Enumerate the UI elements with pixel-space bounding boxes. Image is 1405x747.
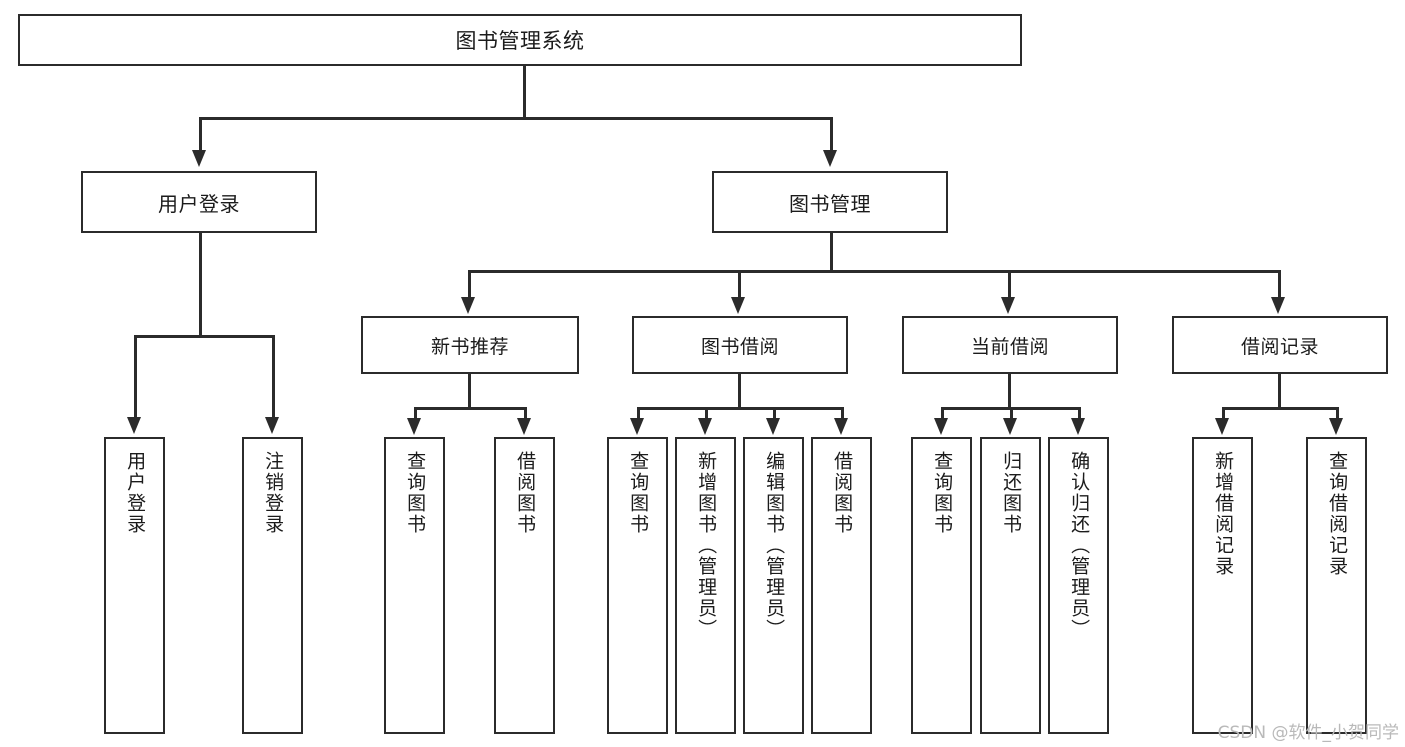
arrow-to-leaf-11 xyxy=(1071,418,1085,435)
connector-drop-leaf-9 xyxy=(941,407,944,420)
arrow-to-leaf-13 xyxy=(1329,418,1343,435)
connector-drop-leaf-3 xyxy=(414,407,417,420)
node-label: 借阅图书 xyxy=(514,451,537,535)
leaf-borrow-book[interactable]: 借阅图书 xyxy=(811,437,872,734)
connector-drop-leaf-11 xyxy=(1078,407,1081,420)
node-label: 新增借阅记录 xyxy=(1212,451,1235,577)
node-label: 用户登录 xyxy=(124,451,147,535)
leaf-confirm-return-admin[interactable]: 确认归还（管理员） xyxy=(1048,437,1109,734)
node-label: 图书管理 xyxy=(789,191,871,216)
connector-drop-user-login xyxy=(199,117,202,153)
connector-book-mgmt-stem xyxy=(830,233,833,270)
leaf-add-book-admin[interactable]: 新增图书（管理员） xyxy=(675,437,736,734)
node-label: 借阅图书 xyxy=(831,451,854,535)
node-root-system[interactable]: 图书管理系统 xyxy=(18,14,1022,66)
connector-drop-leaf-2 xyxy=(272,335,275,419)
node-book-borrow[interactable]: 图书借阅 xyxy=(632,316,848,374)
connector-new-book-stem xyxy=(468,374,471,407)
connector-drop-leaf-4 xyxy=(524,407,527,420)
connector-drop-leaf-1 xyxy=(134,335,137,419)
connector-user-login-bus xyxy=(134,335,272,338)
connector-records-bus xyxy=(1222,407,1336,410)
arrow-to-leaf-12 xyxy=(1215,418,1229,435)
node-label: 注销登录 xyxy=(262,451,285,535)
arrow-to-leaf-2 xyxy=(265,417,279,434)
arrow-to-current xyxy=(1001,297,1015,314)
arrow-to-leaf-5 xyxy=(630,418,644,435)
leaf-borrow-book-recommend[interactable]: 借阅图书 xyxy=(494,437,555,734)
arrow-to-leaf-7 xyxy=(766,418,780,435)
node-label: 新增图书（管理员） xyxy=(695,451,718,640)
node-new-book-recommend[interactable]: 新书推荐 xyxy=(361,316,579,374)
connector-drop-leaf-13 xyxy=(1336,407,1339,420)
arrow-to-leaf-3 xyxy=(407,418,421,435)
connector-user-login-stem xyxy=(199,233,202,335)
arrow-to-book-mgmt xyxy=(823,150,837,167)
node-user-login[interactable]: 用户登录 xyxy=(81,171,317,233)
node-label: 图书管理系统 xyxy=(455,29,585,53)
node-label: 查询图书 xyxy=(404,451,427,535)
connector-drop-new-book xyxy=(468,270,471,299)
arrow-to-user-login xyxy=(192,150,206,167)
node-label: 用户登录 xyxy=(158,191,240,216)
leaf-edit-book-admin[interactable]: 编辑图书（管理员） xyxy=(743,437,804,734)
node-current-borrow[interactable]: 当前借阅 xyxy=(902,316,1118,374)
connector-drop-borrow xyxy=(738,270,741,299)
connector-drop-leaf-10 xyxy=(1010,407,1013,420)
node-book-management[interactable]: 图书管理 xyxy=(712,171,948,233)
arrow-to-borrow xyxy=(731,297,745,314)
leaf-query-book-current[interactable]: 查询图书 xyxy=(911,437,972,734)
connector-new-book-bus xyxy=(414,407,524,410)
connector-records-stem xyxy=(1278,374,1281,407)
arrow-to-leaf-4 xyxy=(517,418,531,435)
connector-drop-leaf-12 xyxy=(1222,407,1225,420)
connector-root-stem xyxy=(523,66,526,117)
connector-borrow-bus xyxy=(637,407,841,410)
connector-drop-leaf-6 xyxy=(705,407,708,420)
node-borrow-records[interactable]: 借阅记录 xyxy=(1172,316,1388,374)
arrow-to-leaf-8 xyxy=(834,418,848,435)
node-label: 当前借阅 xyxy=(970,335,1049,358)
node-label: 查询图书 xyxy=(931,451,954,535)
node-label: 新书推荐 xyxy=(430,335,509,358)
arrow-to-leaf-10 xyxy=(1003,418,1017,435)
arrow-to-leaf-1 xyxy=(127,417,141,434)
node-label: 查询借阅记录 xyxy=(1326,451,1349,577)
connector-borrow-stem xyxy=(738,374,741,407)
connector-root-bus xyxy=(199,117,831,120)
connector-drop-book-mgmt xyxy=(830,117,833,153)
node-label: 编辑图书（管理员） xyxy=(763,451,786,640)
leaf-query-book-recommend[interactable]: 查询图书 xyxy=(384,437,445,734)
node-label: 借阅记录 xyxy=(1240,335,1319,358)
connector-current-bus xyxy=(941,407,1078,410)
arrow-to-records xyxy=(1271,297,1285,314)
leaf-add-borrow-record[interactable]: 新增借阅记录 xyxy=(1192,437,1253,734)
leaf-query-borrow-record[interactable]: 查询借阅记录 xyxy=(1306,437,1367,734)
arrow-to-leaf-9 xyxy=(934,418,948,435)
node-label: 图书借阅 xyxy=(700,335,779,358)
node-label: 归还图书 xyxy=(1000,451,1023,535)
connector-drop-leaf-7 xyxy=(773,407,776,420)
leaf-return-book[interactable]: 归还图书 xyxy=(980,437,1041,734)
connector-drop-current xyxy=(1008,270,1011,299)
arrow-to-new-book xyxy=(461,297,475,314)
leaf-logout[interactable]: 注销登录 xyxy=(242,437,303,734)
connector-drop-records xyxy=(1278,270,1281,299)
arrow-to-leaf-6 xyxy=(698,418,712,435)
node-label: 查询图书 xyxy=(627,451,650,535)
leaf-query-book-borrow[interactable]: 查询图书 xyxy=(607,437,668,734)
connector-drop-leaf-5 xyxy=(637,407,640,420)
connector-book-mgmt-bus xyxy=(468,270,1280,273)
connector-drop-leaf-8 xyxy=(841,407,844,420)
node-label: 确认归还（管理员） xyxy=(1068,451,1091,640)
leaf-user-login[interactable]: 用户登录 xyxy=(104,437,165,734)
connector-current-stem xyxy=(1008,374,1011,407)
